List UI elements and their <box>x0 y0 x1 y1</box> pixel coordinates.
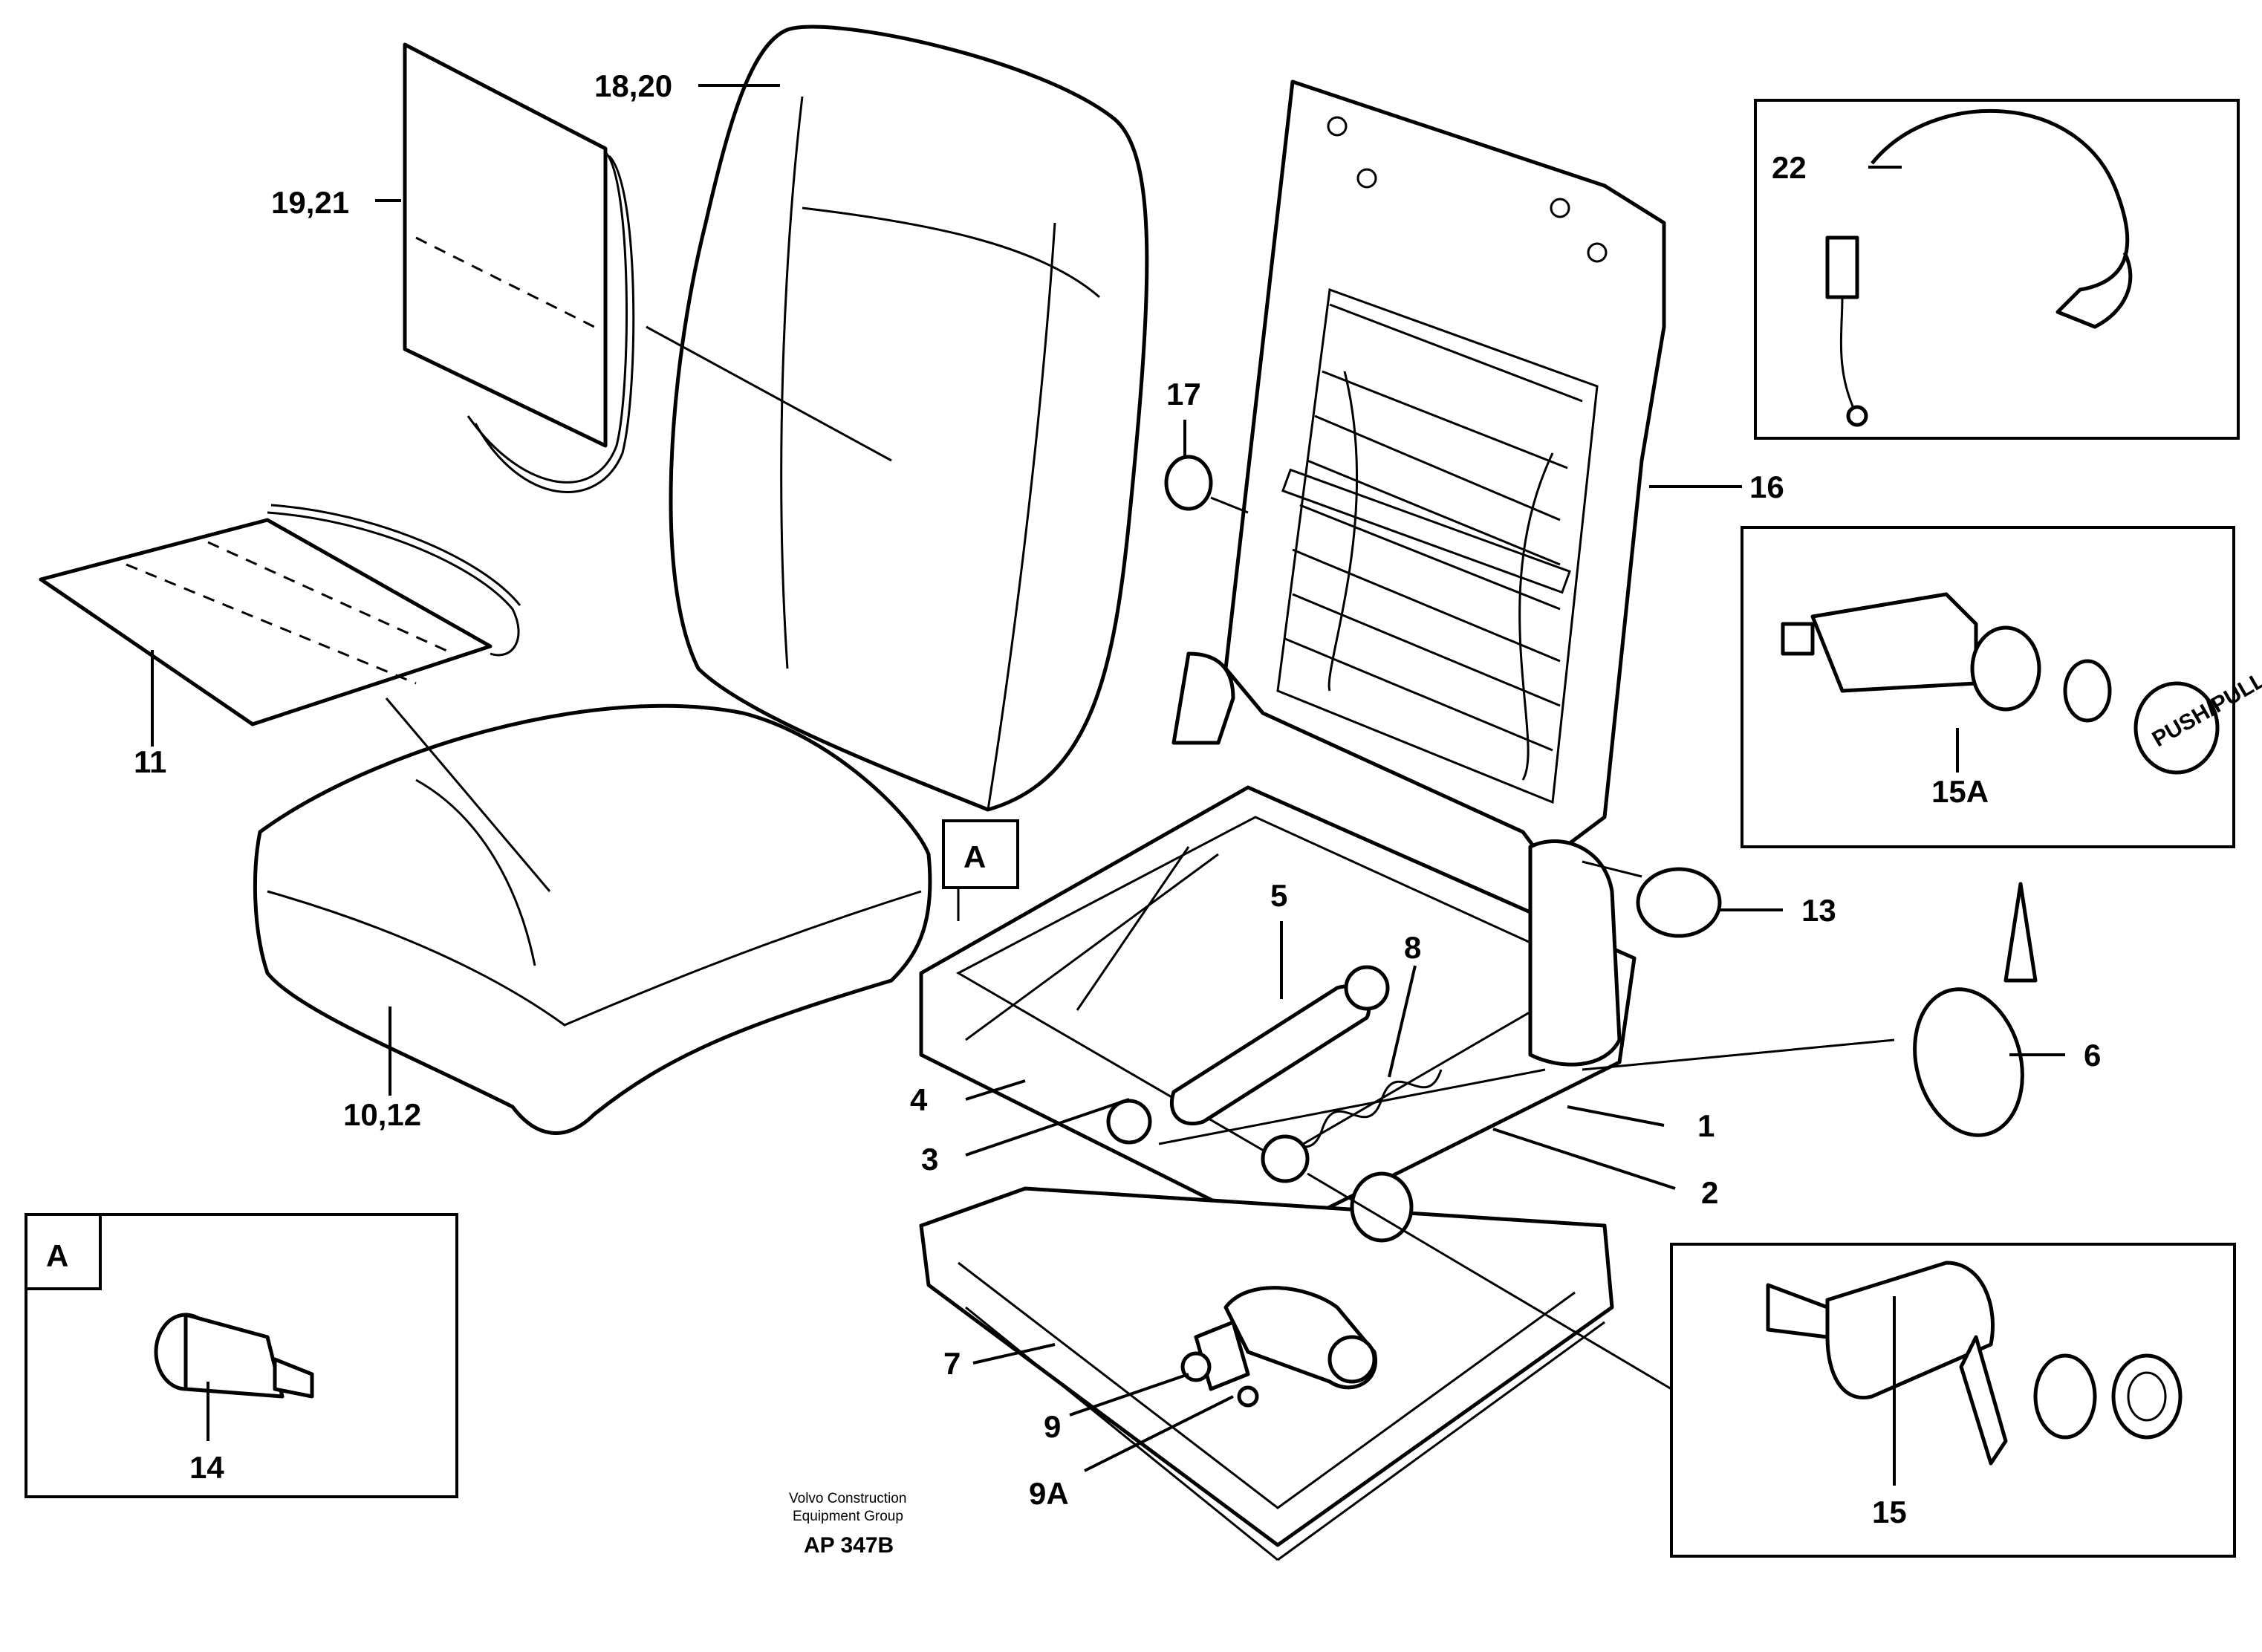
view-a-label: A <box>963 839 986 874</box>
view-a-inset-label: A <box>46 1238 68 1273</box>
inset-seat-belt <box>1754 99 2240 440</box>
spring <box>1261 1069 1443 1183</box>
label-15: 15 <box>1872 1495 1907 1529</box>
inset-valve-lever <box>1670 1243 2236 1558</box>
seat-base <box>919 1186 1614 1561</box>
seat-frame <box>919 651 1637 1235</box>
knob-13 <box>1582 860 1722 938</box>
backrest-heating-pad <box>403 42 635 493</box>
footer-code: AP 347B <box>804 1533 894 1558</box>
part-labels: 18,20 19,21 11 10,12 17 16 13 6 1 2 4 3 … <box>134 68 2101 1529</box>
label-22: 22 <box>1772 150 1807 185</box>
label-11: 11 <box>134 744 166 779</box>
view-a-tag <box>25 1213 102 1290</box>
label-6: 6 <box>2084 1038 2101 1073</box>
label-7: 7 <box>943 1346 961 1381</box>
seat-heating-pad <box>39 504 521 726</box>
footer-line-2: Equipment Group <box>793 1509 903 1524</box>
view-a-tag-main: A <box>942 819 1019 921</box>
knob-lower <box>1350 1171 1414 1243</box>
backrest-frame <box>1223 79 1666 864</box>
label-19-21: 19,21 <box>271 185 349 220</box>
inset-push-pull-valve: PUSH/PULL <box>1741 526 2262 848</box>
label-16: 16 <box>1749 469 1784 504</box>
label-1: 1 <box>1697 1108 1715 1143</box>
backrest-cushion <box>669 25 1149 812</box>
label-18-20: 18,20 <box>594 68 672 103</box>
damper <box>1106 965 1390 1145</box>
leader-lines <box>151 84 2065 1486</box>
footer: Volvo Construction Equipment Group AP 34… <box>789 1491 906 1558</box>
footer-line-1: Volvo Construction <box>789 1491 906 1506</box>
label-13: 13 <box>1801 893 1836 928</box>
inset-view-a: A <box>25 1213 458 1498</box>
label-4: 4 <box>910 1082 928 1117</box>
label-14: 14 <box>189 1450 224 1485</box>
label-10-12: 10,12 <box>343 1097 421 1132</box>
label-17: 17 <box>1166 377 1201 412</box>
label-8: 8 <box>1404 930 1421 965</box>
label-15A: 15A <box>1931 774 1989 809</box>
label-2: 2 <box>1701 1175 1718 1210</box>
label-3: 3 <box>921 1142 938 1177</box>
cable-tie <box>1582 882 2038 1137</box>
seat-cushion <box>253 703 932 1135</box>
scissor-mechanism <box>965 846 1546 1145</box>
knob-17 <box>1164 455 1249 514</box>
label-9: 9 <box>1044 1409 1061 1444</box>
label-5: 5 <box>1270 878 1287 913</box>
link-line-15 <box>1307 1172 1672 1391</box>
label-9A: 9A <box>1029 1476 1069 1511</box>
valve <box>1180 1286 1377 1408</box>
pad-connector-lines <box>385 325 892 892</box>
